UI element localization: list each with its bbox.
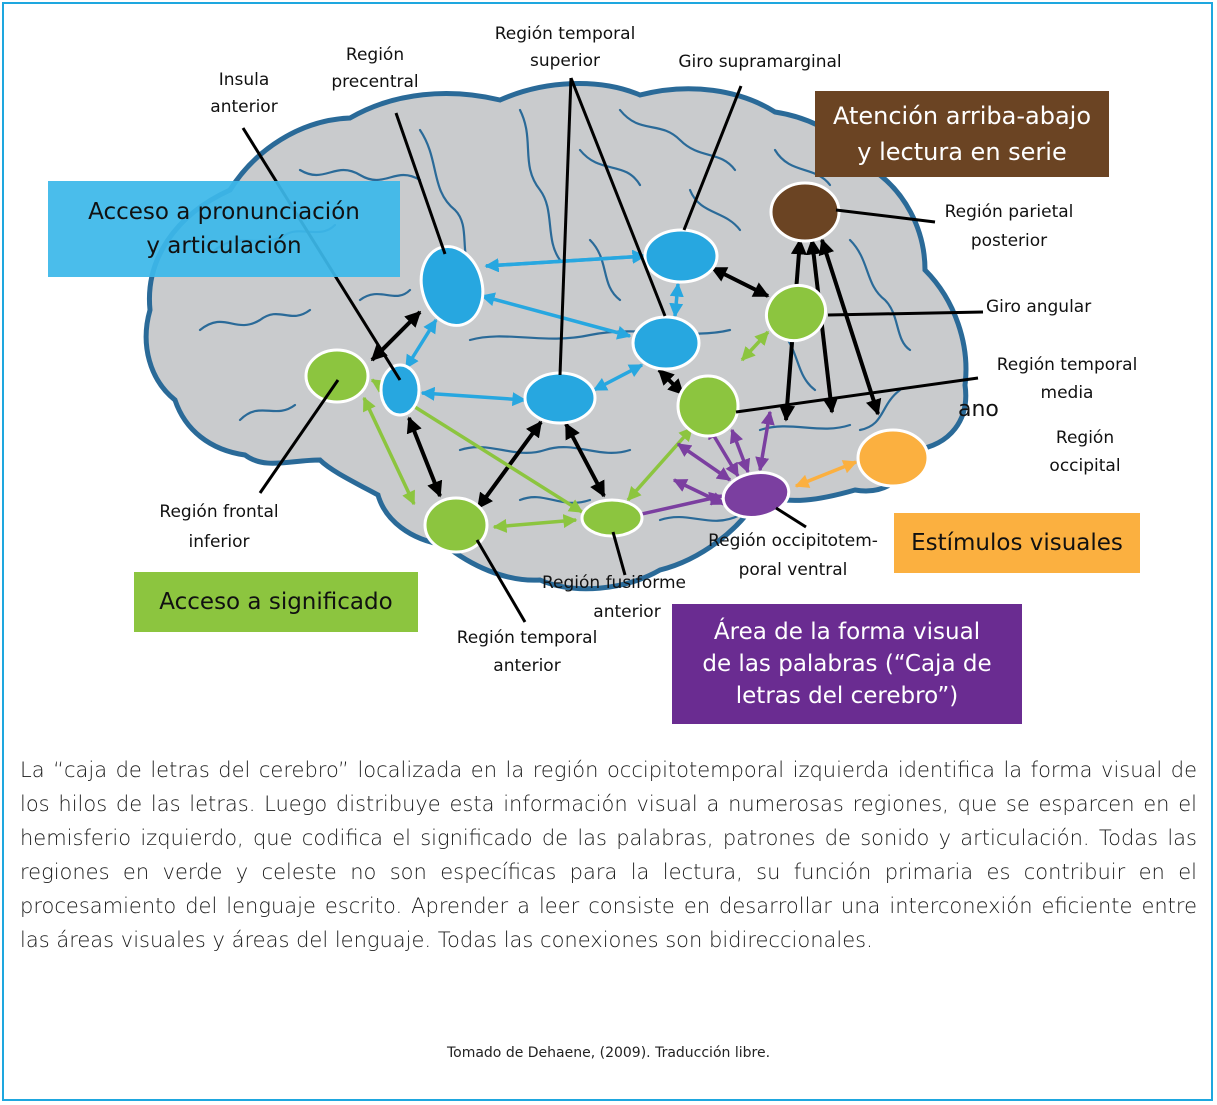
green-arrow-20 <box>740 330 770 362</box>
green-arrow-19 <box>626 426 694 502</box>
leader-lines <box>241 77 984 623</box>
purple-arrow-25 <box>755 410 775 472</box>
black-arrow-11 <box>657 368 685 396</box>
node-supramarginal-2 <box>631 315 701 371</box>
blue-arrow-1 <box>480 292 632 340</box>
black-arrow-7 <box>370 310 422 362</box>
node-angular <box>765 283 827 343</box>
node-occipitotemporal-ventral <box>721 471 791 519</box>
node-temporal-anterior <box>423 496 489 554</box>
label-partial-hidden: ano <box>958 397 999 422</box>
box-estimulos-visuales: Estímulos visuales <box>894 513 1140 573</box>
connection-arrows <box>362 238 882 533</box>
blue-arrow-5 <box>669 282 684 318</box>
blue-arrow-4 <box>592 363 644 392</box>
black-arrow-15 <box>818 238 882 416</box>
figure-caption: La “caja de letras del cerebro” localiza… <box>20 758 1197 952</box>
green-arrow-18 <box>492 514 578 533</box>
node-frontal-inferior <box>304 348 370 404</box>
figure-source: Tomado de Dehaene, (2009). Traducción li… <box>446 1045 771 1061</box>
node-occipital <box>856 428 930 488</box>
label-giro-supramarginal: Giro supramarginal <box>678 52 841 72</box>
label-region-occipitotemporal-ventral: Región occipitotem-poral ventral <box>708 531 878 580</box>
node-temporal-media <box>676 374 740 438</box>
node-supramarginal-1 <box>643 228 719 284</box>
node-parietal-posterior <box>769 181 841 243</box>
node-temporal-superior <box>523 371 597 425</box>
region-nodes <box>304 181 930 554</box>
label-giro-angular: Giro angular <box>986 297 1091 317</box>
box-acceso-significado: Acceso a significado <box>134 572 418 632</box>
orange-arrow-27 <box>794 460 858 488</box>
node-insula-anterior <box>379 363 421 417</box>
node-fusiforme-anterior <box>580 498 644 538</box>
purple-arrow-24 <box>729 428 751 474</box>
black-arrow-12 <box>710 266 770 298</box>
purple-arrow-26 <box>672 478 726 506</box>
